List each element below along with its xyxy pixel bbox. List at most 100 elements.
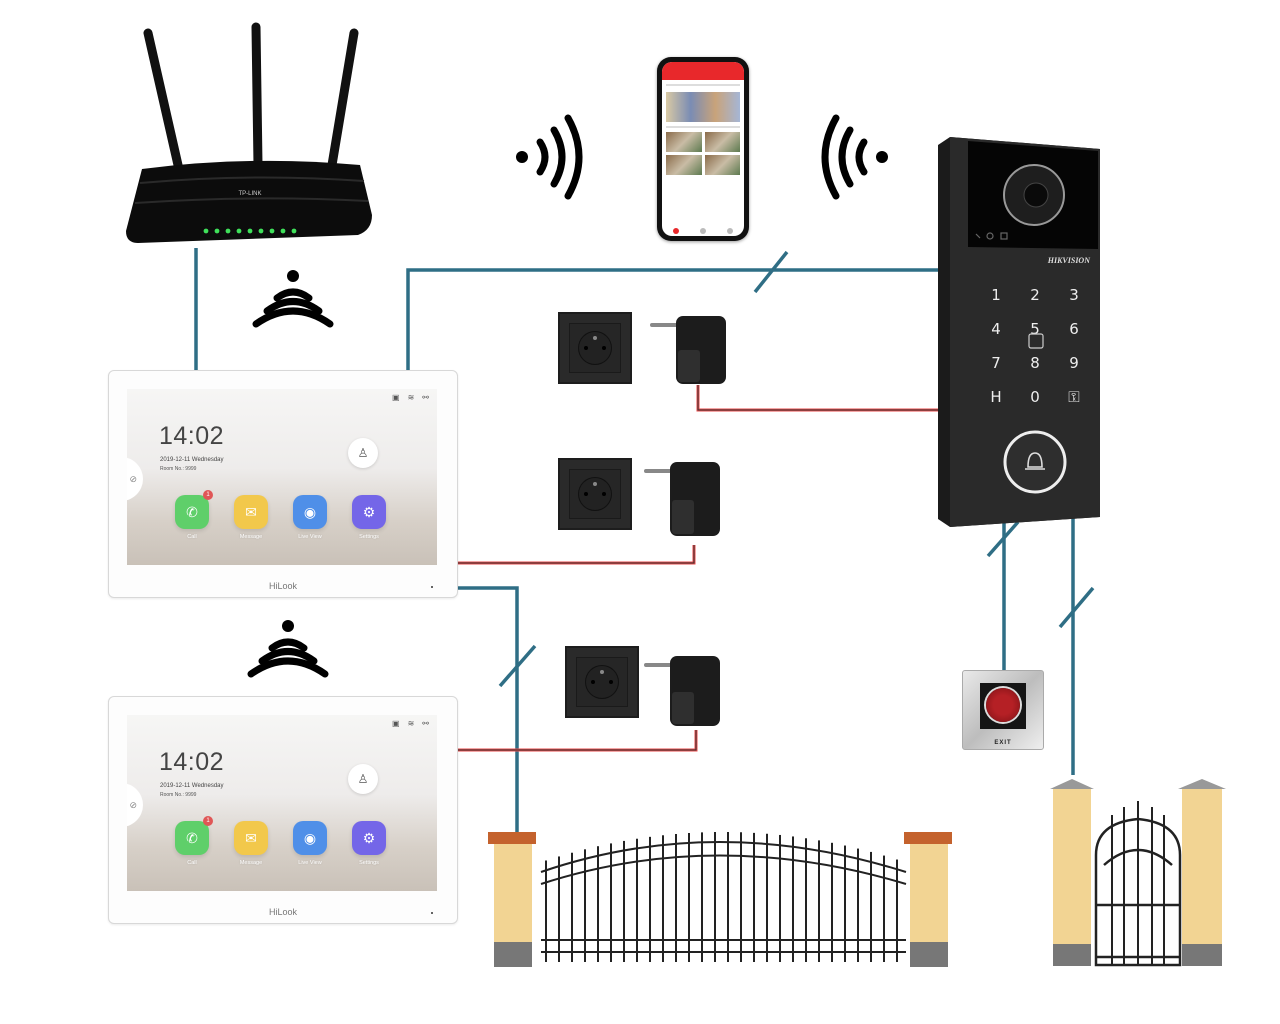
phone-icon: ✆ xyxy=(175,495,209,529)
status-indicator-icons xyxy=(975,232,1008,240)
wifi-signal-icon xyxy=(247,620,329,678)
keypad: 1 2 3 4 5 6 7 8 9H 0 ⚿ xyxy=(990,286,1079,406)
receptionist-icon: ♙ xyxy=(357,772,369,786)
clock-time: 14:02 xyxy=(159,422,225,450)
app-label: Live View xyxy=(298,860,322,866)
bell-icon xyxy=(1025,452,1045,470)
keypad-key-7[interactable]: 7 xyxy=(991,354,1001,372)
router-led xyxy=(236,228,242,234)
brick-pillar-left xyxy=(488,832,536,967)
sd-card-icon: ▣ xyxy=(392,393,400,402)
keypad-key-4[interactable]: 4 xyxy=(991,320,1001,338)
app-label: Message xyxy=(239,860,263,866)
power-adapter xyxy=(650,316,726,384)
exit-push-button xyxy=(986,688,1020,722)
app-header-bar xyxy=(662,62,744,80)
call-button xyxy=(1003,430,1067,494)
monitor-screen: ▣ ≋ ⚯ ⊘ 14:02 2019-12-11 Wednesday Room … xyxy=(127,389,437,565)
call-management-center-button[interactable]: ♙ xyxy=(348,438,378,468)
network-icon: ⚯ xyxy=(422,719,429,728)
keypad-key-6[interactable]: 6 xyxy=(1069,320,1079,338)
app-label: Live View xyxy=(298,534,322,540)
router-led xyxy=(291,228,297,234)
keypad-key-5[interactable]: 5 xyxy=(1030,320,1040,338)
router-led xyxy=(247,228,253,234)
camera-target-icon: ◉ xyxy=(293,821,327,855)
router-led xyxy=(203,228,209,234)
wifi-signal-icon xyxy=(252,270,334,328)
router-led xyxy=(269,228,275,234)
driveway-gate xyxy=(488,832,952,967)
router-led xyxy=(225,228,231,234)
indoor-monitor: ▣ ≋ ⚯ ⊘ 14:02 2019-12-11 Wednesday Room … xyxy=(108,696,458,924)
keypad-key-key[interactable]: ⚿ xyxy=(1068,388,1079,406)
wireless-signal-right-icon xyxy=(516,114,583,200)
gear-icon: ⚙ xyxy=(352,821,386,855)
router-brand: TP-LINK xyxy=(238,191,261,197)
router-antenna xyxy=(327,28,359,170)
sidebar-handle[interactable]: ⊘ xyxy=(127,457,143,501)
room-number: Room No.: 9999 xyxy=(160,792,197,798)
cable-break-mark xyxy=(1058,586,1095,629)
keypad-key-0[interactable]: 0 xyxy=(1030,388,1040,406)
keypad-key-8[interactable]: 8 xyxy=(1030,354,1040,372)
power-adapter xyxy=(644,462,720,536)
notification-badge: 1 xyxy=(203,816,213,826)
clock-time: 14:02 xyxy=(159,748,225,776)
network-icon: ⚯ xyxy=(422,393,429,402)
keypad-key-H[interactable]: H xyxy=(990,388,1001,406)
wifi-icon: ≋ xyxy=(407,719,415,728)
clock-date: 2019-12-11 Wednesday xyxy=(160,783,224,789)
monitor-screen: ▣ ≋ ⚯ ⊘ 14:02 2019-12-11 Wednesday Room … xyxy=(127,715,437,891)
exit-button: EXIT xyxy=(962,670,1044,750)
sidebar-handle[interactable]: ⊘ xyxy=(127,783,143,827)
wicket-gate xyxy=(1050,779,1226,967)
app-message-button[interactable]: ✉ Message xyxy=(234,821,268,866)
keypad-key-3[interactable]: 3 xyxy=(1069,286,1079,304)
app-label: Settings xyxy=(359,534,379,540)
unlock-icon: ⊘ xyxy=(129,799,137,810)
power-led xyxy=(431,586,433,588)
cable-break-mark xyxy=(986,520,1020,558)
network-cable-monitor-gate xyxy=(456,586,519,832)
keypad-key-1[interactable]: 1 xyxy=(991,286,1001,304)
app-settings-button[interactable]: ⚙ Settings xyxy=(352,821,386,866)
app-banner-image xyxy=(666,92,740,122)
network-cable-monitor-doorstation xyxy=(406,268,938,370)
cable-break-mark xyxy=(753,250,789,294)
status-bar: ▣ ≋ ⚯ xyxy=(392,719,429,728)
clock-date: 2019-12-11 Wednesday xyxy=(160,457,224,463)
envelope-icon: ✉ xyxy=(234,821,268,855)
router-led xyxy=(258,228,264,234)
smartphone xyxy=(657,57,749,241)
app-label: Call xyxy=(187,534,197,540)
sd-card-icon: ▣ xyxy=(392,719,400,728)
app-label: Settings xyxy=(359,860,379,866)
status-bar: ▣ ≋ ⚯ xyxy=(392,393,429,402)
app-live-view-button[interactable]: ◉ Live View xyxy=(293,821,327,866)
call-management-center-button[interactable]: ♙ xyxy=(348,764,378,794)
app-label: Call xyxy=(187,860,197,866)
router: TP-LINK xyxy=(126,22,372,243)
monitor-brand: HiLook xyxy=(268,581,297,591)
keypad-key-9[interactable]: 9 xyxy=(1069,354,1079,372)
receptionist-icon: ♙ xyxy=(357,446,369,460)
app-settings-button[interactable]: ⚙Settings xyxy=(352,495,386,540)
wireless-signal-left-icon xyxy=(821,114,888,200)
brick-pillar-right xyxy=(1178,779,1226,966)
app-live-view-button[interactable]: ◉Live View xyxy=(293,495,327,540)
exit-label: EXIT xyxy=(994,740,1012,746)
wifi-icon: ≋ xyxy=(407,393,415,402)
notification-badge: 1 xyxy=(203,490,213,500)
router-antenna xyxy=(143,28,183,170)
card-reader-icon xyxy=(1028,333,1044,349)
keypad-key-2[interactable]: 2 xyxy=(1030,286,1040,304)
power-socket xyxy=(558,312,632,384)
app-message-button[interactable]: ✉Message xyxy=(234,495,268,540)
phone-icon: ✆ xyxy=(175,821,209,855)
